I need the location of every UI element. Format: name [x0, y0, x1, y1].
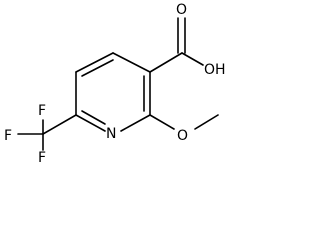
carboxyl-oxygen-label: O: [176, 2, 187, 18]
chemical-structure: O OH N O F F F: [4, 2, 226, 166]
ring-nitrogen-label: N: [106, 126, 116, 142]
ring-bond-n-c1: [75, 114, 106, 132]
bond-carboxyl-oh: [181, 52, 204, 66]
bond-ring-cf3: [42, 114, 77, 135]
fluorine-bottom-label: F: [38, 150, 46, 166]
bond-methoxy-methyl: [194, 114, 219, 130]
fluorine-top-label: F: [38, 103, 46, 119]
bond-ring-methoxy: [149, 114, 175, 130]
ring-bond-c6-c5-inner: [81, 59, 114, 77]
methoxy-oxygen-label: O: [177, 128, 188, 144]
bond-ring-carboxyl: [149, 52, 183, 73]
ring-bond-c5-c4: [112, 52, 151, 73]
ring-bond-c3-n: [120, 114, 151, 132]
ring-bond-c6-c5: [75, 52, 114, 73]
ring-bond-n-c1-inner: [81, 110, 106, 125]
hydroxyl-label: OH: [204, 62, 226, 78]
fluorine-left-label: F: [4, 128, 12, 144]
